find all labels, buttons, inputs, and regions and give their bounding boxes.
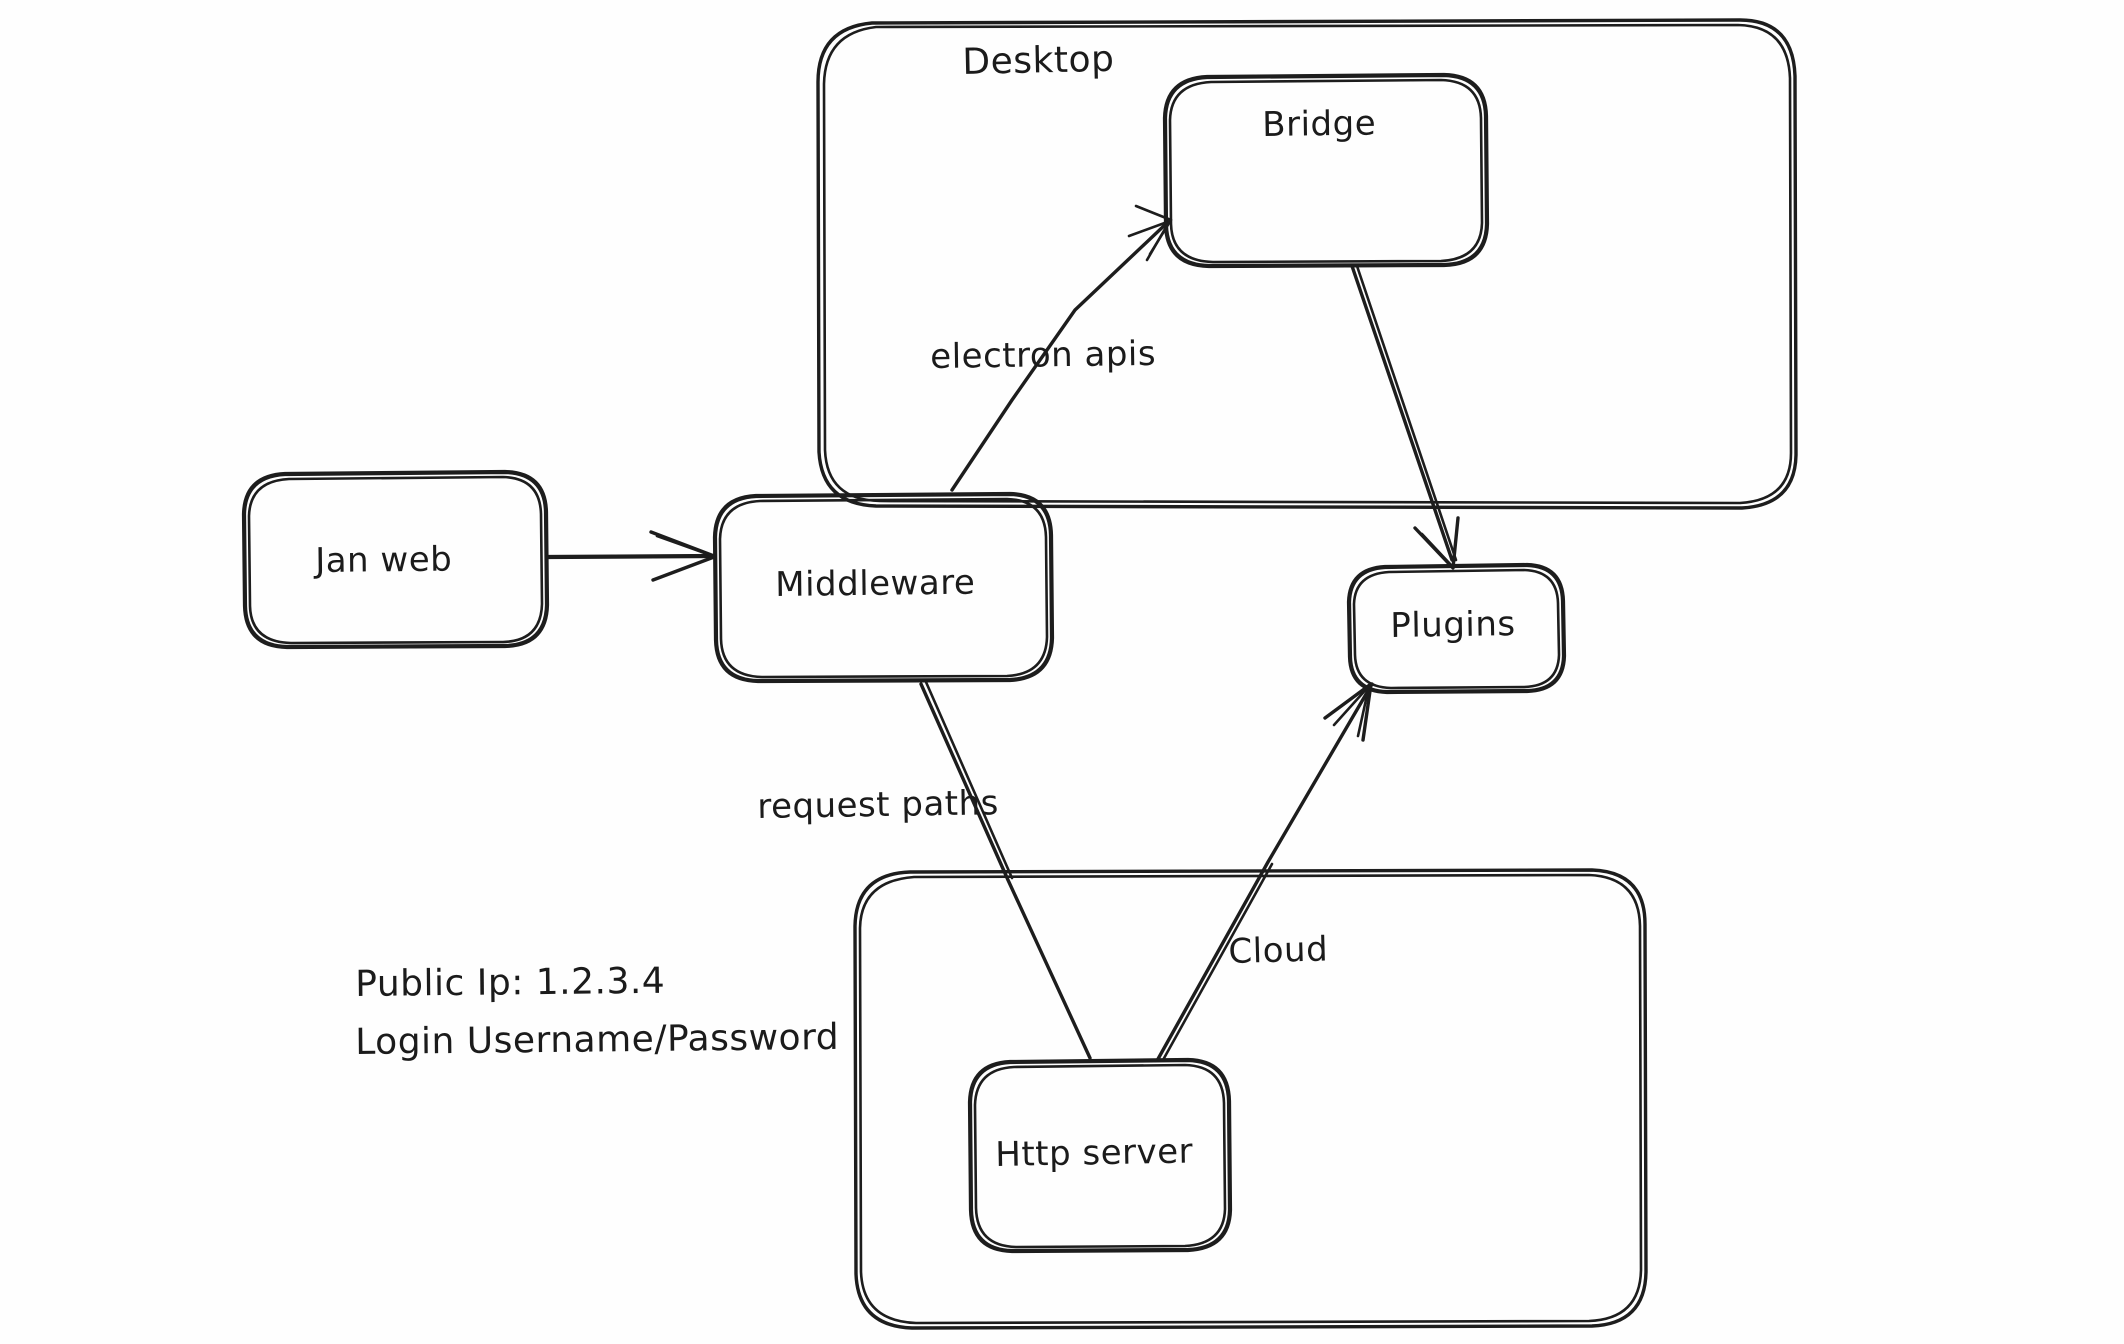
jan-web-node-label: Jan web [315,539,453,581]
plugins-node-label: Plugins [1390,604,1516,646]
bridge-node-label: Bridge [1262,103,1377,145]
edge-jan-web-to-middleware [545,530,716,582]
note-public-ip: Public Ip: 1.2.3.4 [355,960,666,1005]
middleware-node-label: Middleware [775,562,976,605]
http-server-node-label: Http server [995,1131,1194,1175]
jan-web-node-outline [241,469,550,650]
edge-label-request-paths: request paths [757,783,1000,827]
desktop-group-outline [816,18,1798,510]
edge-middleware-to-http-server [919,680,1092,1060]
cloud-group-outline [853,868,1648,1330]
edge-middleware-to-bridge [950,204,1173,492]
edge-label-cloud: Cloud [1228,929,1329,972]
plugins-node-outline [1346,562,1567,695]
edge-bridge-to-plugins [1350,264,1460,570]
edge-label-electron-apis: electron apis [930,333,1157,377]
middleware-node-outline [712,491,1055,684]
edge-http-server-to-plugins [1156,682,1374,1062]
http-server-node-outline [967,1057,1233,1254]
bridge-node-outline [1162,72,1490,269]
desktop-group-label: Desktop [962,38,1115,83]
note-login: Login Username/Password [355,1016,840,1063]
